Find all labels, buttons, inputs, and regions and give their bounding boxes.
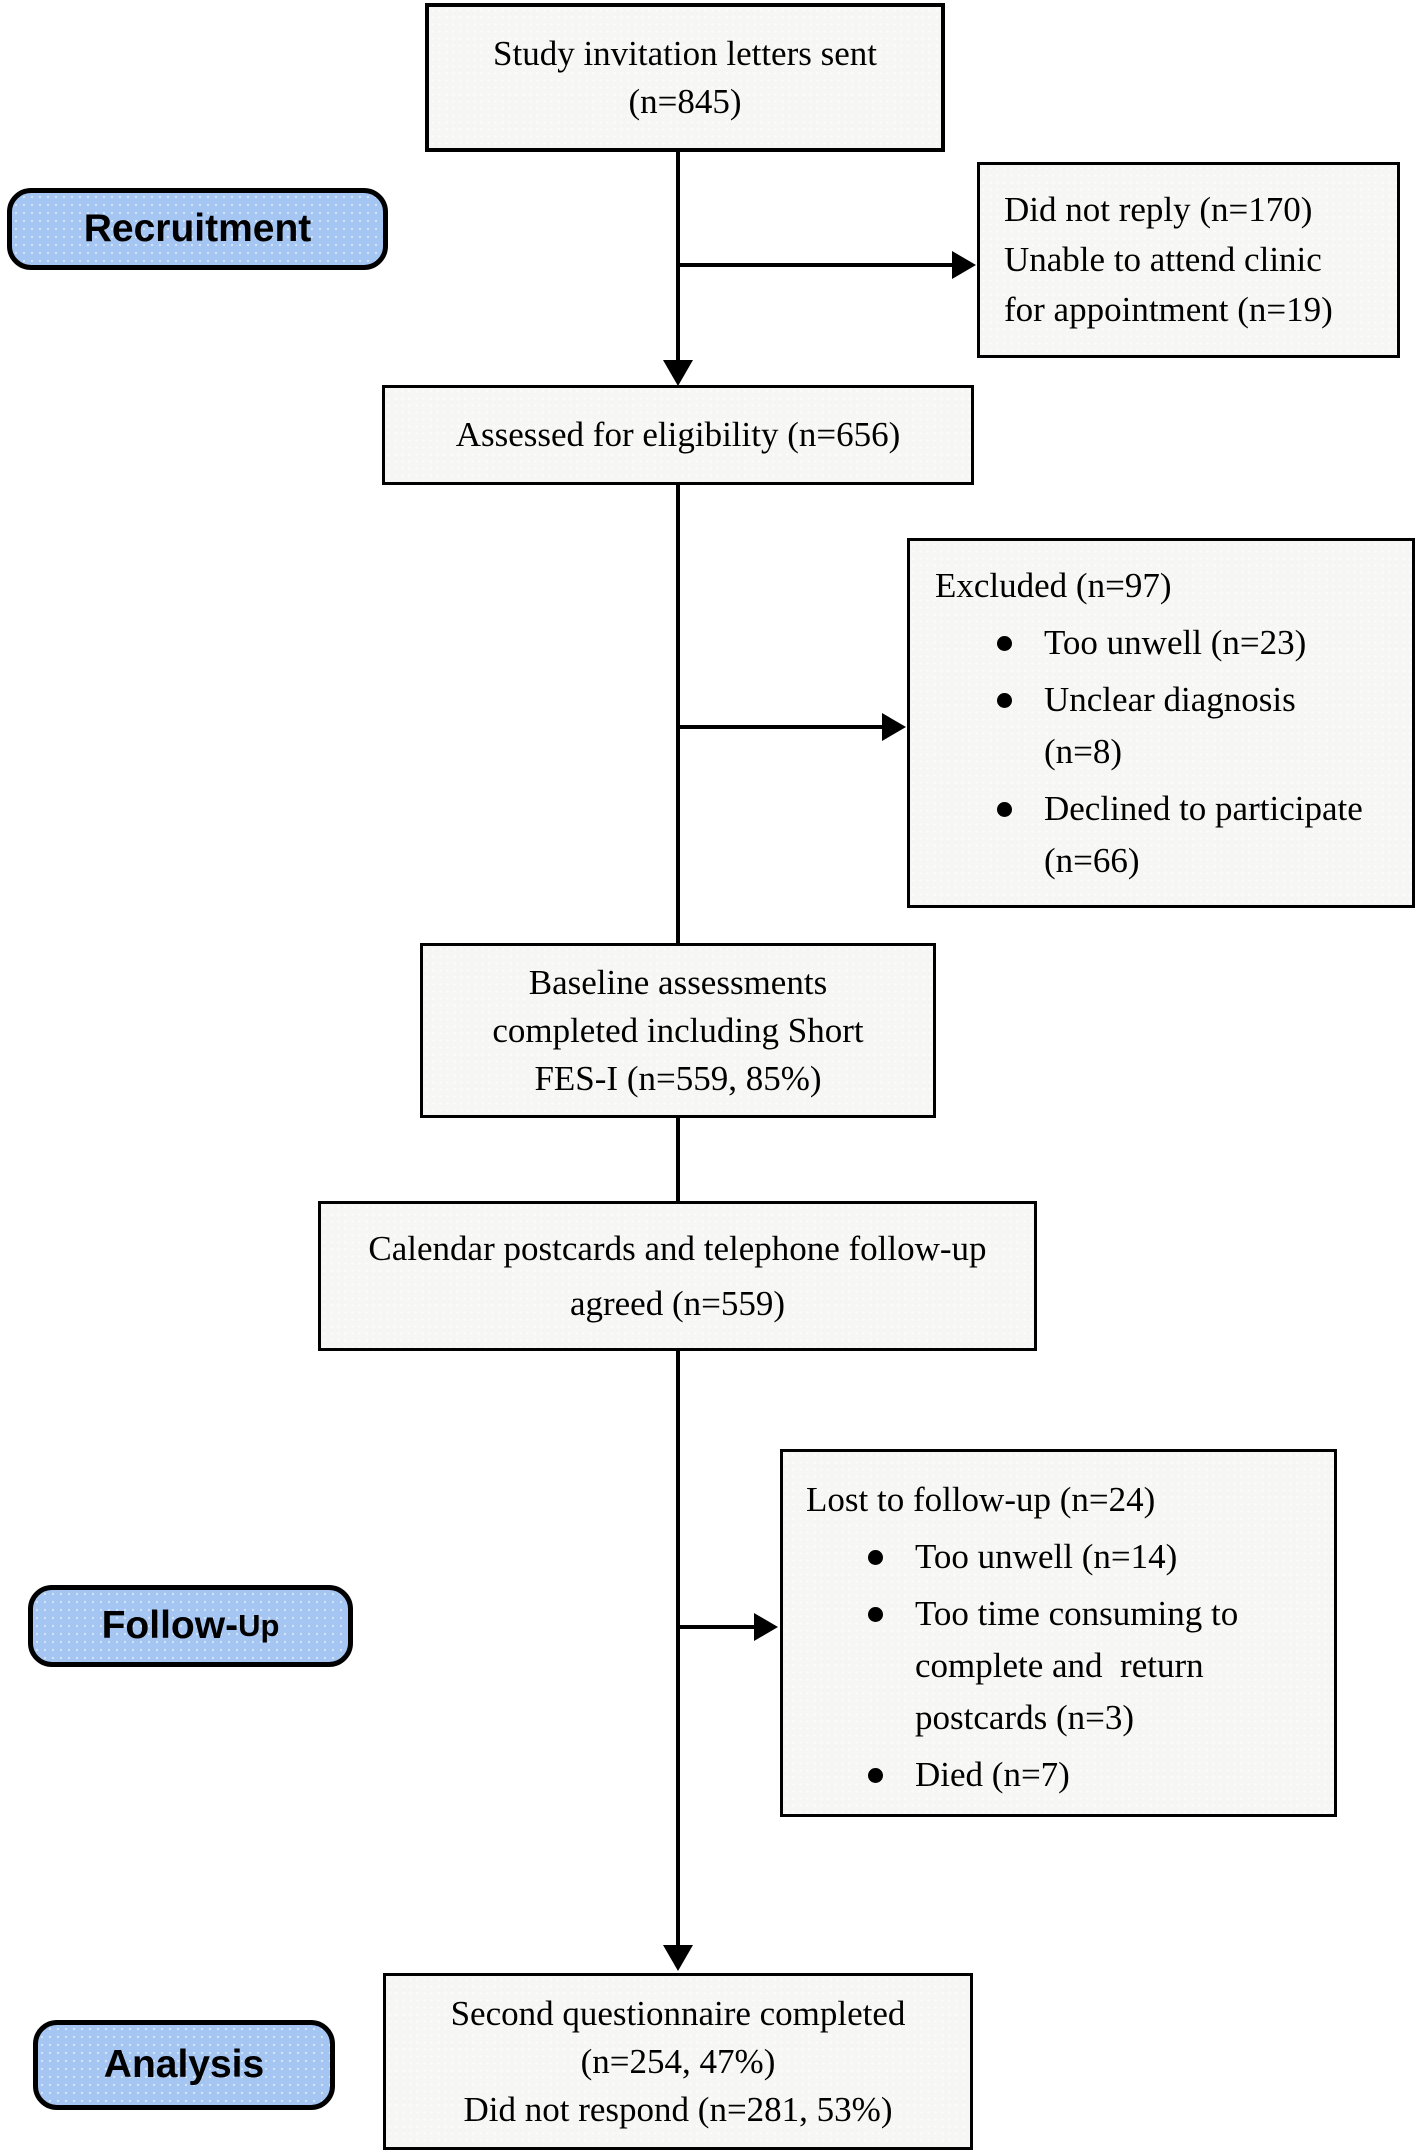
excluded-item-text: Too unwell (n=23) [1044, 623, 1307, 662]
flow-line-baseline-to-calendar [676, 1118, 680, 1201]
excluded-item-text: Declined to participate (n=66) [1044, 789, 1363, 880]
did-not-reply-text: Did not reply (n=170) Unable to attend c… [1004, 190, 1333, 329]
bullet-icon [997, 802, 1012, 817]
arrowhead-down-icon [663, 360, 693, 386]
stage-label-followup-text-main: Follow- [101, 1604, 239, 1647]
second-questionnaire-text: Second questionnaire completed (n=254, 4… [450, 1993, 906, 2129]
bullet-icon [997, 636, 1012, 651]
bullet-icon [997, 693, 1012, 708]
stage-label-analysis: Analysis [33, 2020, 335, 2110]
assessed-eligibility-text: Assessed for eligibility (n=656) [455, 415, 901, 454]
flow-box-second-questionnaire: Second questionnaire completed (n=254, 4… [383, 1973, 973, 2150]
lost-list-item: Died (n=7) [806, 1749, 1322, 1801]
flow-line-to-did-not-reply [678, 263, 954, 267]
lost-item-text: Too time consuming to complete and retur… [915, 1594, 1239, 1737]
excluded-list-item: Unclear diagnosis (n=8) [935, 674, 1398, 778]
bullet-icon [868, 1768, 883, 1783]
flow-box-did-not-reply: Did not reply (n=170) Unable to attend c… [977, 162, 1400, 358]
arrowhead-right-icon [754, 1613, 778, 1641]
flow-box-excluded: Excluded (n=97) Too unwell (n=23) Unclea… [907, 538, 1415, 908]
lost-list-item: Too time consuming to complete and retur… [806, 1588, 1322, 1744]
lost-to-followup-title: Lost to follow-up (n=24) [806, 1480, 1156, 1519]
stage-label-followup: Follow-Up [28, 1585, 353, 1667]
excluded-title: Excluded (n=97) [935, 566, 1172, 605]
flow-box-calendar-postcards: Calendar postcards and telephone follow-… [318, 1201, 1037, 1351]
flow-box-assessed-eligibility: Assessed for eligibility (n=656) [382, 385, 974, 485]
stage-label-recruitment-text: Recruitment [83, 207, 312, 250]
arrowhead-down-icon [663, 1945, 693, 1971]
excluded-list-item: Declined to participate (n=66) [935, 783, 1398, 887]
stage-label-recruitment: Recruitment [7, 188, 388, 270]
excluded-list-item: Too unwell (n=23) [935, 617, 1398, 669]
bullet-icon [868, 1607, 883, 1622]
baseline-assessments-text: Baseline assessments completed including… [492, 962, 864, 1098]
bullet-icon [868, 1550, 883, 1565]
flow-line-to-lost-to-followup [678, 1625, 756, 1629]
lost-item-text: Died (n=7) [915, 1755, 1070, 1794]
flow-box-baseline-assessments: Baseline assessments completed including… [420, 943, 936, 1118]
invitation-letters-text: Study invitation letters sent (n=845) [493, 33, 877, 121]
flow-line-calendar-to-second [676, 1351, 680, 1945]
lost-item-text: Too unwell (n=14) [915, 1537, 1178, 1576]
stage-label-followup-text-sub: Up [238, 1608, 280, 1643]
stage-label-analysis-text: Analysis [103, 2043, 265, 2086]
excluded-item-text: Unclear diagnosis (n=8) [1044, 680, 1296, 771]
flow-box-lost-to-followup: Lost to follow-up (n=24) Too unwell (n=1… [780, 1449, 1337, 1817]
lost-list-item: Too unwell (n=14) [806, 1531, 1322, 1583]
flow-line-assessed-to-baseline [676, 485, 680, 943]
arrowhead-right-icon [882, 713, 906, 741]
flow-line-to-excluded [678, 725, 884, 729]
arrowhead-right-icon [952, 251, 976, 279]
calendar-postcards-text: Calendar postcards and telephone follow-… [368, 1229, 987, 1323]
flow-line-invitation-to-assessed [676, 152, 680, 362]
flow-box-invitation-letters: Study invitation letters sent (n=845) [425, 3, 945, 152]
